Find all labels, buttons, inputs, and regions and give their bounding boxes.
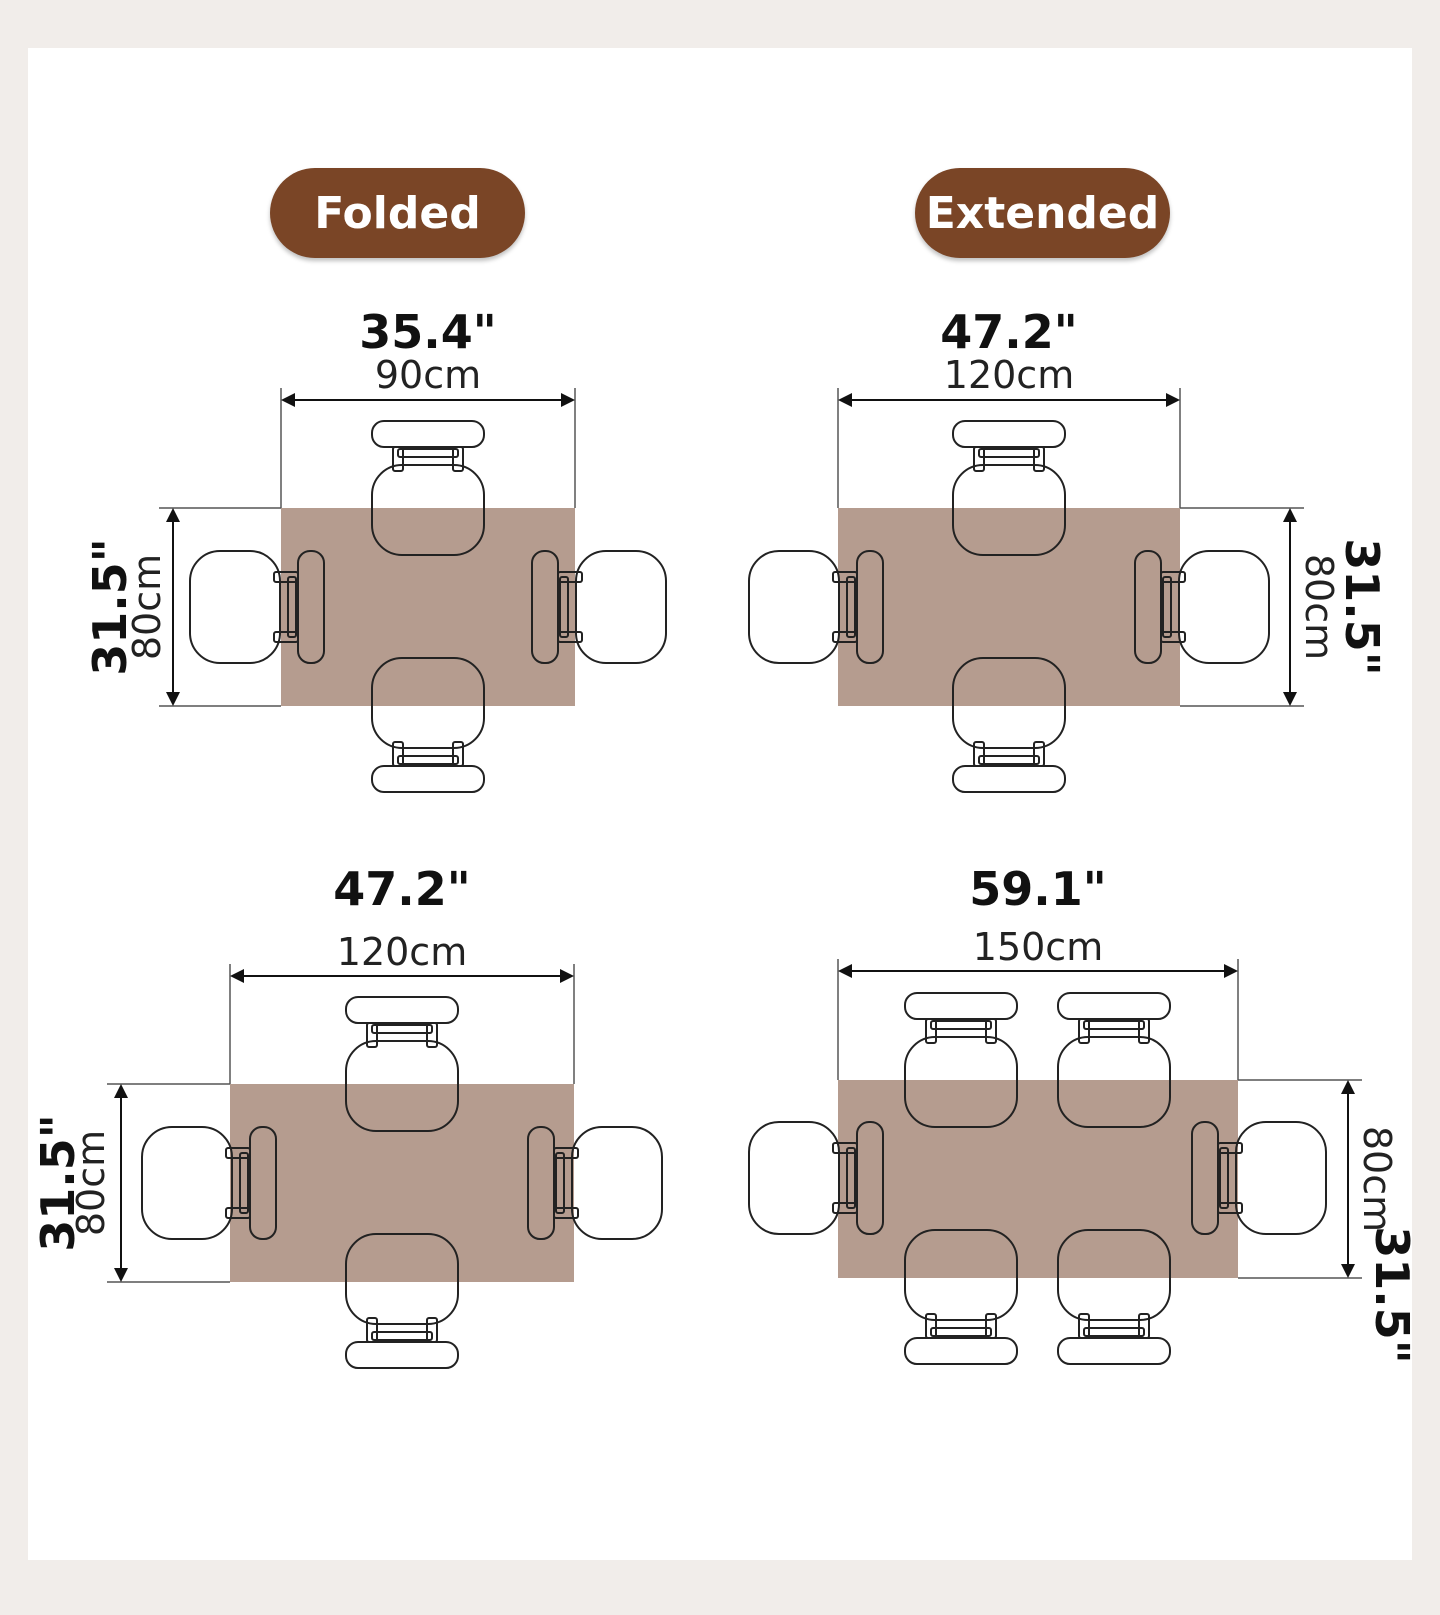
depth-cm: 80cm: [1297, 554, 1341, 660]
depth-inches: 31.5": [1365, 1226, 1419, 1363]
chair-1: [952, 420, 1066, 556]
width-dimension-arrow: [838, 393, 1180, 407]
depth-cm: 80cm: [125, 554, 169, 660]
width-inches: 35.4": [359, 305, 496, 359]
depth-dimension-arrow: [1283, 508, 1297, 706]
chair-1: [904, 992, 1018, 1128]
extended-label: Extended: [915, 168, 1170, 258]
depth-cm: 80cm: [69, 1130, 113, 1236]
chair-4: [527, 1126, 663, 1240]
chair-4: [1057, 1229, 1171, 1365]
width-cm: 120cm: [944, 353, 1074, 397]
chair-2: [345, 1233, 459, 1369]
chair-1: [371, 420, 485, 556]
depth-dimension-arrow: [166, 508, 180, 706]
table-top: [838, 508, 1180, 706]
table-top: [230, 1084, 574, 1282]
width-dimension-arrow: [838, 964, 1238, 978]
folded-label: Folded: [270, 168, 525, 258]
chair-1: [345, 996, 459, 1132]
table-top: [281, 508, 575, 706]
chair-6: [1191, 1121, 1327, 1235]
chair-2: [1057, 992, 1171, 1128]
table-top: [838, 1080, 1238, 1278]
width-dimension-arrow: [230, 969, 574, 983]
chair-4: [1134, 550, 1270, 664]
width-cm: 120cm: [337, 930, 467, 974]
chair-3: [189, 550, 325, 664]
chair-5: [748, 1121, 884, 1235]
depth-dimension-arrow: [1341, 1080, 1355, 1278]
chair-3: [141, 1126, 277, 1240]
depth-inches: 31.5": [83, 538, 137, 675]
width-inches: 59.1": [969, 862, 1106, 916]
chair-3: [748, 550, 884, 664]
width-inches: 47.2": [940, 305, 1077, 359]
depth-dimension-arrow: [114, 1084, 128, 1282]
width-cm: 90cm: [375, 353, 481, 397]
width-dimension-arrow: [281, 393, 575, 407]
chair-4: [531, 550, 667, 664]
depth-cm: 80cm: [1355, 1126, 1399, 1232]
depth-inches: 31.5": [1335, 538, 1389, 675]
depth-inches: 31.5": [31, 1114, 85, 1251]
width-cm: 150cm: [973, 925, 1103, 969]
width-inches: 47.2": [333, 862, 470, 916]
chair-2: [952, 657, 1066, 793]
diagram-card: [28, 48, 1412, 1560]
chair-3: [904, 1229, 1018, 1365]
chair-2: [371, 657, 485, 793]
